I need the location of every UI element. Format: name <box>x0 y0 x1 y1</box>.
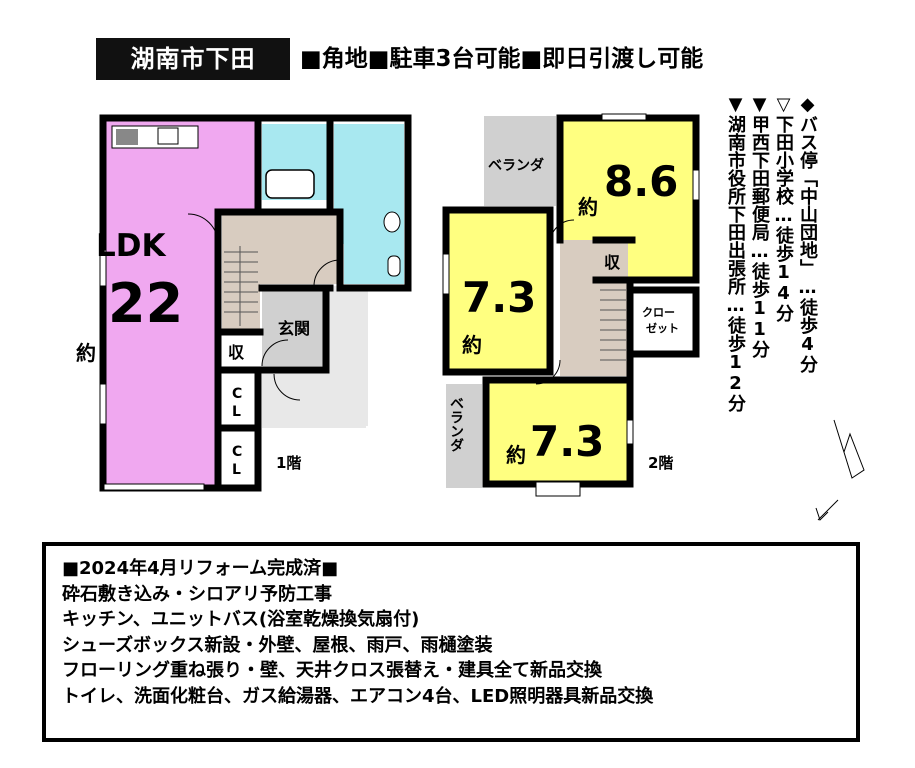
storage-label-2f: 収 <box>604 253 621 272</box>
room2-size: 7.3 <box>462 273 536 322</box>
entrance-label: 玄関 <box>278 319 310 338</box>
veranda-upper-label: ベランダ <box>488 157 544 174</box>
access-school: ▽下田小学校…徒歩14分 <box>773 94 794 322</box>
hall-2f <box>560 240 628 376</box>
renovation-list: ■2024年4月リフォーム完成済■ 砕石敷き込み・シロアリ予防工事 キッチン、ユ… <box>62 556 653 709</box>
access-city-office: ▼湖南市役所下田出張所…徒歩12分 <box>725 94 746 412</box>
renovation-box <box>42 542 860 742</box>
closet-label-1: C <box>232 386 242 402</box>
storage-label-1f: 収 <box>228 343 245 362</box>
access-post-office: ▼甲西下田郵便局…徒歩11分 <box>749 94 770 358</box>
renovation-line: ■2024年4月リフォーム完成済■ <box>62 558 339 579</box>
feature-list: ■角地■駐車3台可能■即日引渡し可能 <box>300 46 704 72</box>
closet-label-a: クロー <box>642 306 675 319</box>
renovation-line: 砕石敷き込み・シロアリ予防工事 <box>62 583 332 605</box>
ldk-unit: 約 <box>76 341 96 365</box>
closet-label-2: C <box>232 444 242 460</box>
renovation-line: フローリング重ね張り・壁、天井クロス張替え・建具全て新品交換 <box>62 660 602 681</box>
access-bus: ◆バス停「中山団地」…徒歩4分 <box>797 94 818 373</box>
room2-unit: 約 <box>462 333 482 357</box>
renovation-line: トイレ、洗面化粧台、ガス給湯器、エアコン4台、LED照明器具新品交換 <box>62 685 654 707</box>
stairs-1f <box>222 240 260 330</box>
floor-plan-1f: LDK 22 約 玄関 収 C L C L 1階 <box>76 114 412 492</box>
room3-size: 7.3 <box>530 417 604 466</box>
bedroom-7-3-b <box>486 380 630 484</box>
veranda-upper <box>484 116 556 206</box>
room1-size: 8.6 <box>604 157 678 206</box>
bedroom-7-3-a <box>446 210 550 372</box>
room3-unit: 約 <box>506 443 526 467</box>
closet-label-2b: L <box>232 462 241 478</box>
floor-1-label: 1階 <box>276 454 301 472</box>
ldk-size: 22 <box>108 272 183 335</box>
renovation-line: シューズボックス新設・外壁、屋根、雨戸、雨樋塗装 <box>62 634 493 656</box>
floor-plan-2f: ベランダ ベランダ 8.6 約 7.3 約 7.3 約 収 クロー ゼット 2階 <box>442 113 865 521</box>
location-title: 湖南市下田 <box>96 38 290 80</box>
renovation-line: キッチン、ユニットバス(浴室乾燥換気扇付) <box>62 609 420 630</box>
closet-label-1b: L <box>232 404 241 420</box>
room1-unit: 約 <box>578 195 598 219</box>
entrance-room <box>262 286 324 366</box>
veranda-lower <box>446 384 482 488</box>
veranda-lower-label: ベランダ <box>448 396 464 452</box>
north-arrow-icon <box>815 419 865 521</box>
ldk-label: LDK <box>96 228 166 264</box>
floor-2-label: 2階 <box>648 454 673 472</box>
closet-label-b: ゼット <box>646 321 679 335</box>
